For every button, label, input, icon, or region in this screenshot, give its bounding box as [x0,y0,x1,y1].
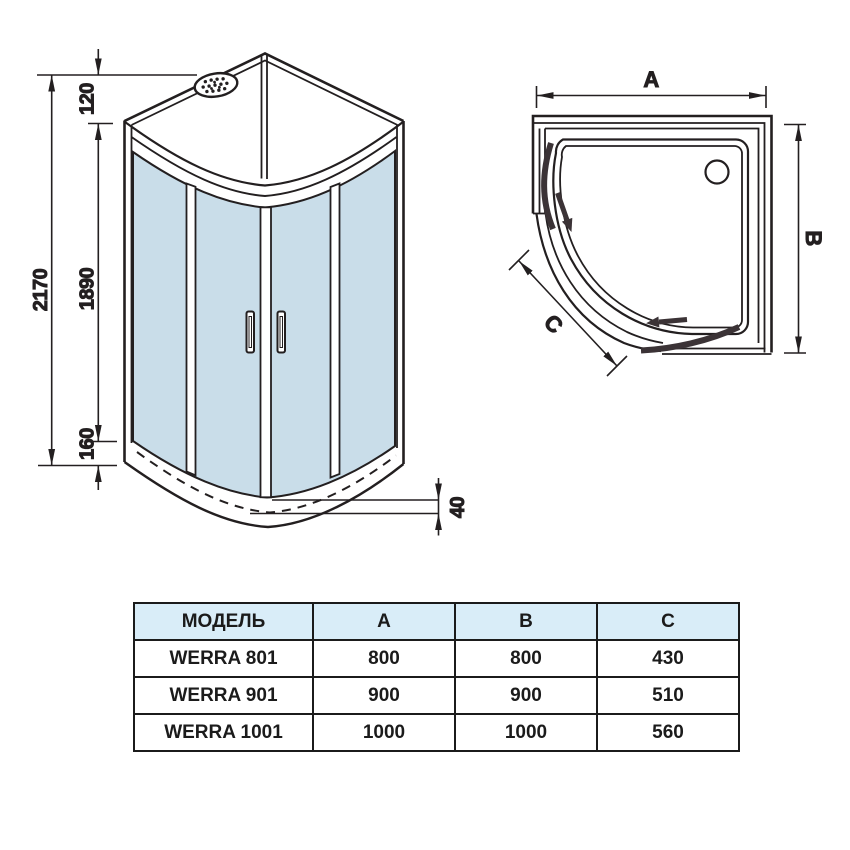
header-a: A [312,602,456,641]
cell-a: 800 [312,639,456,678]
cell-b: 900 [454,676,598,715]
rim-outer-edge [123,52,405,123]
dim-head-offset: 120 [76,49,113,125]
tray-hidden-dashed-curve [136,451,397,514]
dim-tray-height: 160 [76,427,102,490]
dim-glass-height-label: 1890 [77,267,99,310]
cell-b: 800 [454,639,598,678]
wall-outer-edge [531,114,773,353]
dim-width-a: A [535,67,767,108]
cell-a: 1000 [312,713,456,752]
drain-icon [704,159,730,185]
tray-outer-curve [123,461,405,529]
table-row: WERRA 901 900 900 510 [133,676,740,715]
cell-c: 430 [596,639,740,678]
rim-front-lower-curve [130,136,398,197]
basin-inner-contour [559,145,743,329]
dim-tray-height-label: 160 [77,428,99,460]
header-model: МОДЕЛЬ [133,602,314,641]
dim-head-offset-label: 120 [77,83,99,115]
bottom-panel-stub [662,347,772,355]
rim-front-upper-curve [124,121,404,187]
mullion-right [329,182,341,479]
shower-head-icon [193,71,239,99]
dim-tray-lip: 40 [250,478,470,536]
slide-arrow-down-icon [555,192,573,232]
cell-model: WERRA 1001 [133,713,314,752]
front-view-diagram: 2170 120 1890 160 40 [30,49,470,536]
dim-total-height-label: 2170 [30,268,52,311]
cell-model: WERRA 801 [133,639,314,678]
basin-outer-contour [552,138,750,336]
table-row: WERRA 1001 1000 1000 560 [133,713,740,752]
dim-total-height: 2170 [30,75,117,467]
cell-c: 560 [596,713,740,752]
header-b: B [454,602,598,641]
top-view-diagram: A B C [508,67,827,377]
header-c: C [596,602,740,641]
door-handle-right [276,310,286,354]
door-handle-left [245,310,255,354]
dim-glass-height: 1890 [76,123,117,443]
cell-b: 1000 [454,713,598,752]
slide-arrow-left-icon [646,316,688,328]
wall-inner-edge [545,127,760,343]
mullion-center [259,206,272,499]
dim-depth-b: B [784,123,827,354]
corner-post [260,54,268,179]
dim-arc-c: C [508,249,628,377]
dim-depth-b-label: B [801,230,826,245]
mullion-left [185,182,197,477]
spec-table-header-row: МОДЕЛЬ A B C [133,602,740,641]
cell-c: 510 [596,676,740,715]
cell-a: 900 [312,676,456,715]
door-arc-bottom [640,324,741,354]
table-row: WERRA 801 800 800 430 [133,639,740,678]
dim-arc-c-label: C [539,309,568,338]
dim-tray-lip-label: 40 [447,497,469,519]
rim-inner-edge [131,59,398,126]
cell-model: WERRA 901 [133,676,314,715]
wall-mid-edge [533,122,766,353]
spec-table: МОДЕЛЬ A B C WERRA 801 800 800 430 WERRA… [133,602,740,752]
door-arc-top [541,142,556,231]
dim-width-a-label: A [643,67,659,92]
